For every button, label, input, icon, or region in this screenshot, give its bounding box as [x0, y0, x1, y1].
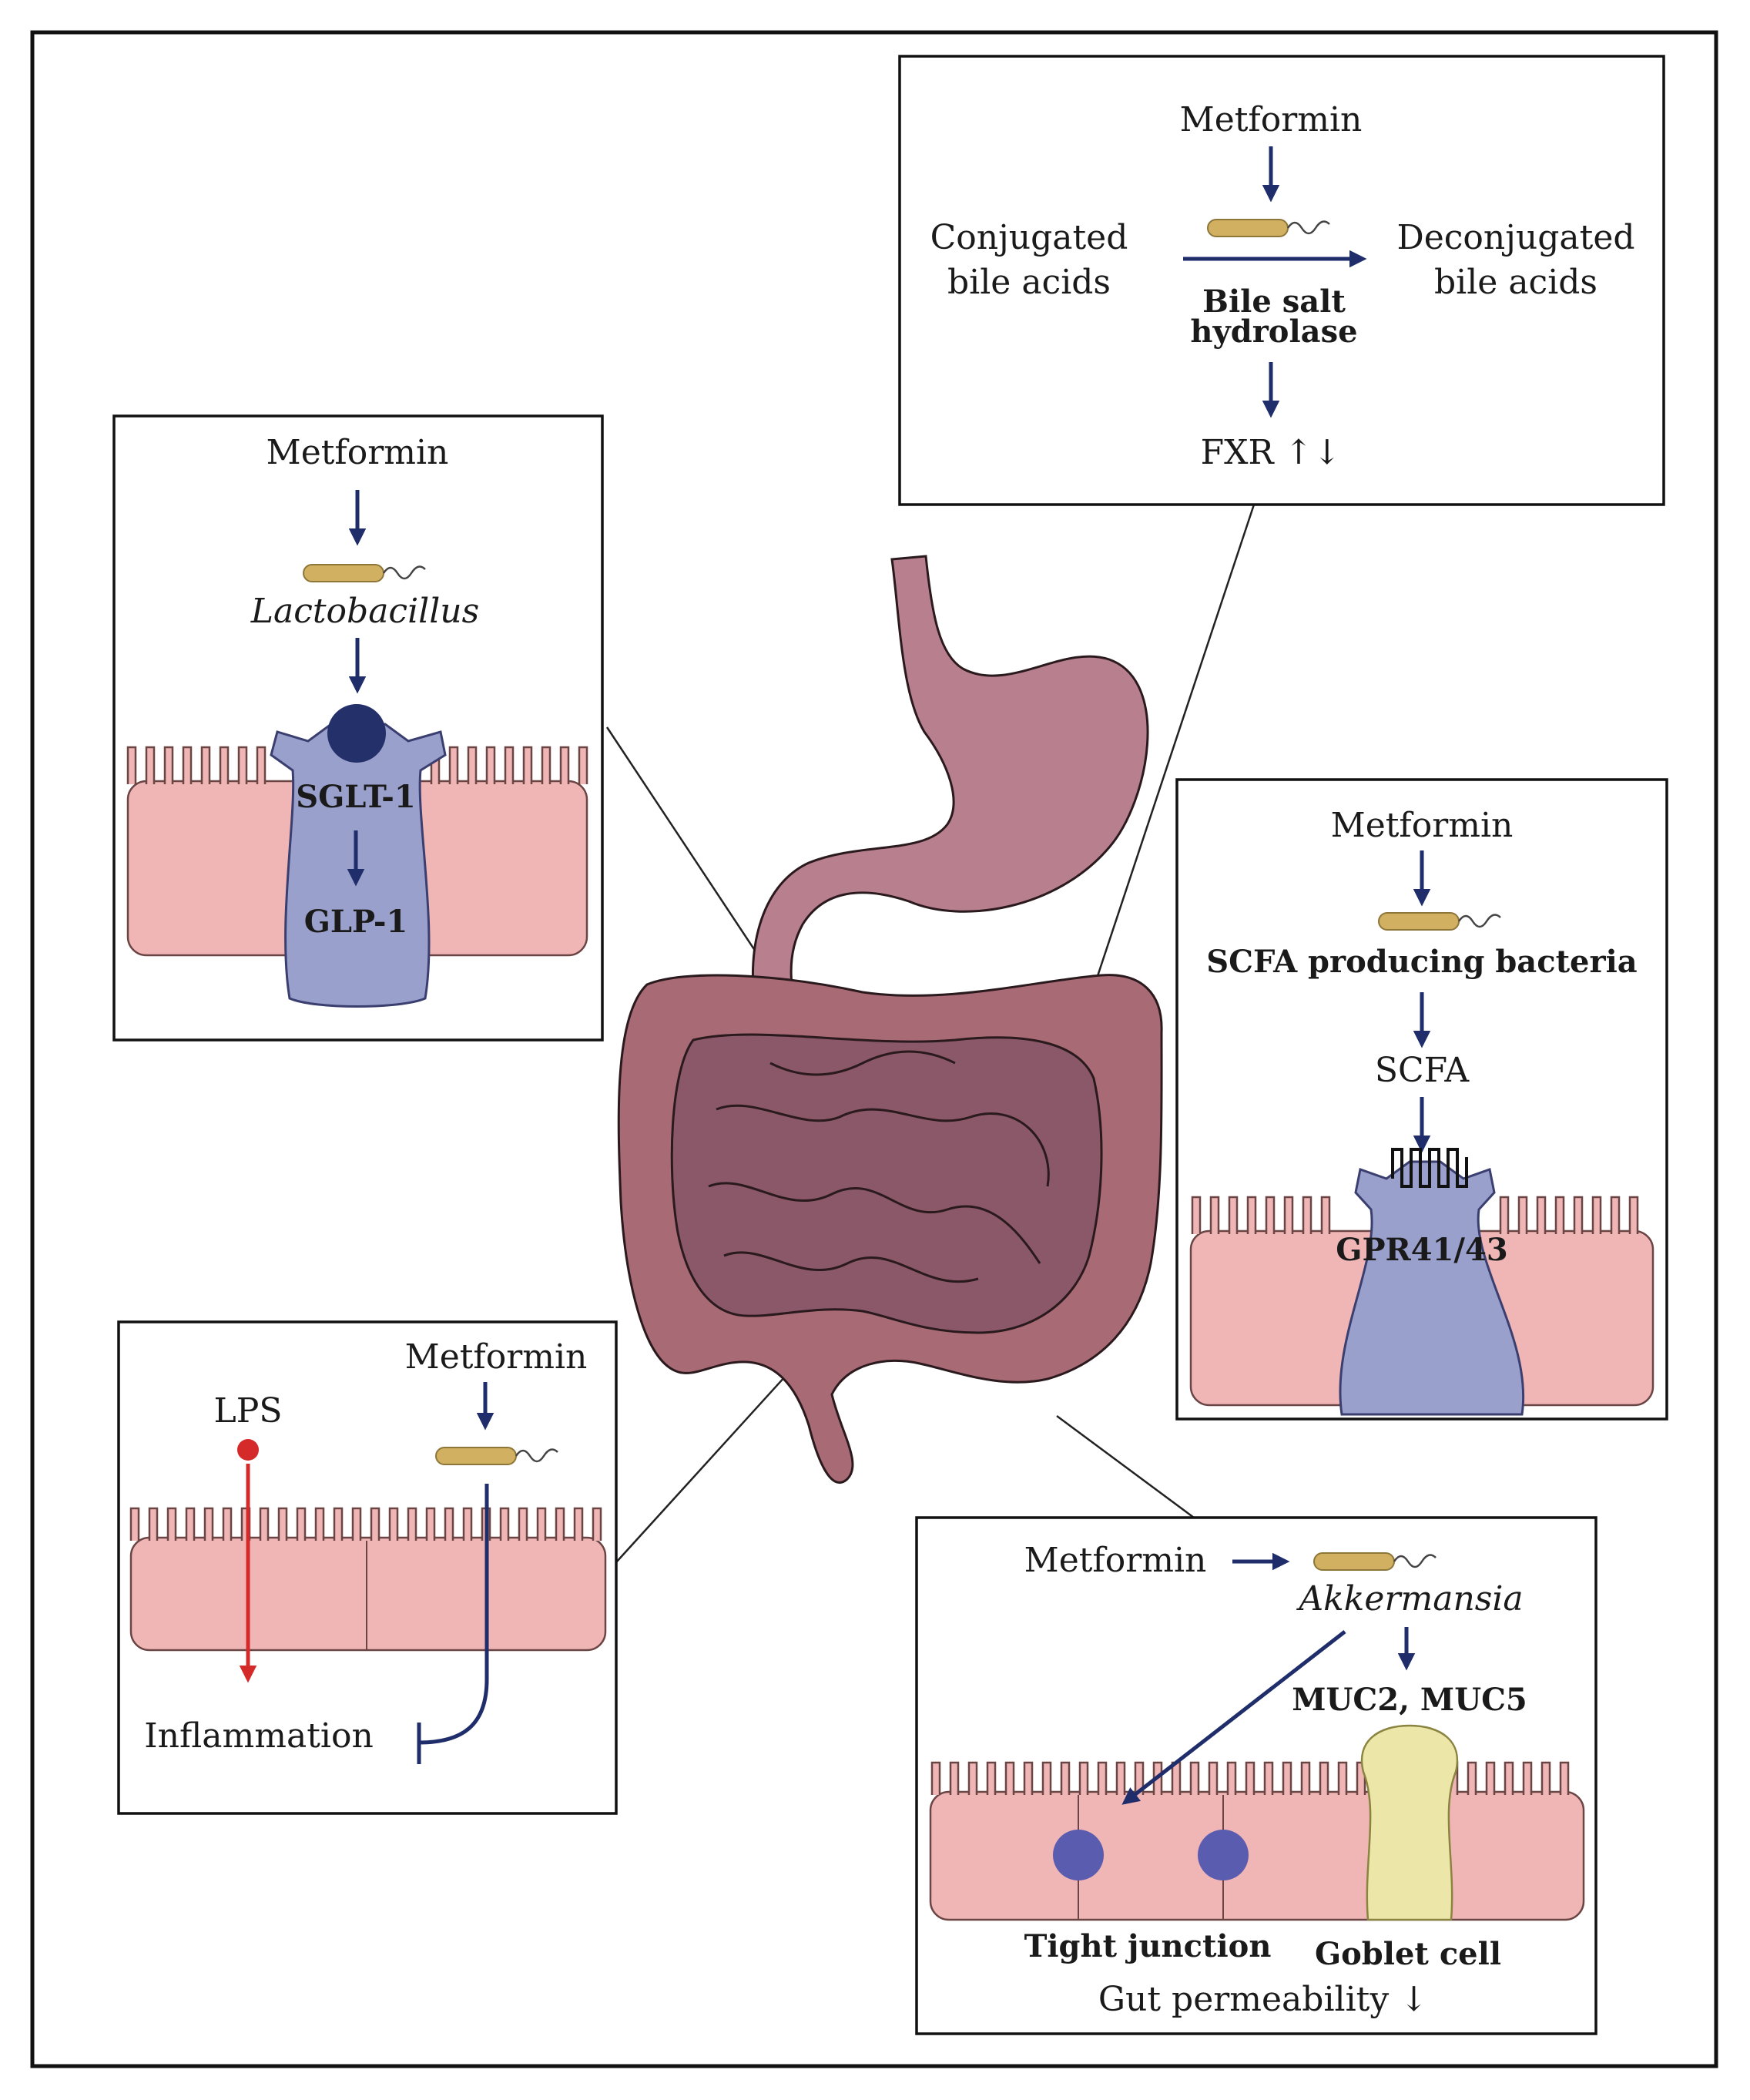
goblet-cell-icon [1360, 1724, 1459, 1921]
bile-outcome-label: FXR ↑↓ [1201, 433, 1342, 472]
lacto-drug-label: Metformin [267, 433, 449, 472]
receptor-icon [1391, 1148, 1468, 1188]
lacto-hormone-label: GLP-1 [304, 904, 408, 940]
bile-right-line2: bile acids [1434, 263, 1597, 302]
bile-enzyme-line1: Bile salt [1202, 283, 1346, 320]
scfa-bacterium-label: SCFA producing bacteria [1206, 944, 1637, 980]
lps-molecule [237, 1439, 259, 1461]
lps-panel: Metformin LPS Inflammation [117, 1320, 618, 1815]
tight-junction-icon [1053, 1830, 1104, 1880]
akk-junction-arrow [1121, 1630, 1346, 1805]
glucose-ligand [327, 704, 386, 763]
bile-left-line1: Conjugated [930, 218, 1128, 257]
akkermansia-panel: Metformin Akkermansia MUC2, MUC5 Tight j… [915, 1516, 1597, 2035]
scfa-panel: Metformin SCFA producing bacteria SCFA G… [1175, 778, 1668, 1421]
lps-outcome-label: Inflammation [144, 1716, 374, 1756]
bile-right-line1: Deconjugated [1396, 218, 1634, 257]
lactobacillus-panel: Metformin Lactobacillus SGLT-1 GLP-1 [112, 414, 604, 1042]
gi-tract [617, 555, 1163, 1484]
outer-frame [30, 30, 1718, 2068]
akk-drug-label: Metformin [1024, 1541, 1207, 1580]
bile-drug-label: Metformin [1180, 100, 1363, 139]
akk-junction-label: Tight junction [1024, 1928, 1272, 1964]
tight-junction-icon [1198, 1830, 1249, 1880]
bile-left-line2: bile acids [947, 263, 1111, 302]
lacto-bacterium-label: Lactobacillus [250, 592, 479, 631]
scfa-metabolite-label: SCFA [1375, 1051, 1470, 1090]
intestine-icon [617, 974, 1163, 1484]
metformin-inhibition-line [418, 1484, 489, 1745]
lps-toxin-label: LPS [214, 1391, 283, 1431]
bile-panel-frame [898, 55, 1665, 506]
gpr-cell [1339, 1160, 1524, 1416]
akk-outcome-label: Gut permeability ↓ [1098, 1980, 1428, 2019]
scfa-drug-label: Metformin [1331, 806, 1514, 845]
akk-bacterium-label: Akkermansia [1296, 1579, 1523, 1619]
scfa-receptor-label: GPR41/43 [1336, 1232, 1507, 1268]
lacto-transporter-label: SGLT-1 [296, 779, 416, 815]
stomach-icon [752, 555, 1149, 1018]
transporter-icon [270, 723, 447, 1008]
lps-drug-label: Metformin [405, 1337, 588, 1377]
bile-enzyme-line2: hydrolase [1190, 314, 1357, 350]
bile-acid-panel: Metformin Conjugated bile acids Deconjug… [898, 55, 1665, 506]
akk-goblet-label: Goblet cell [1315, 1936, 1501, 1972]
akk-mucin-label: MUC2, MUC5 [1292, 1682, 1527, 1718]
